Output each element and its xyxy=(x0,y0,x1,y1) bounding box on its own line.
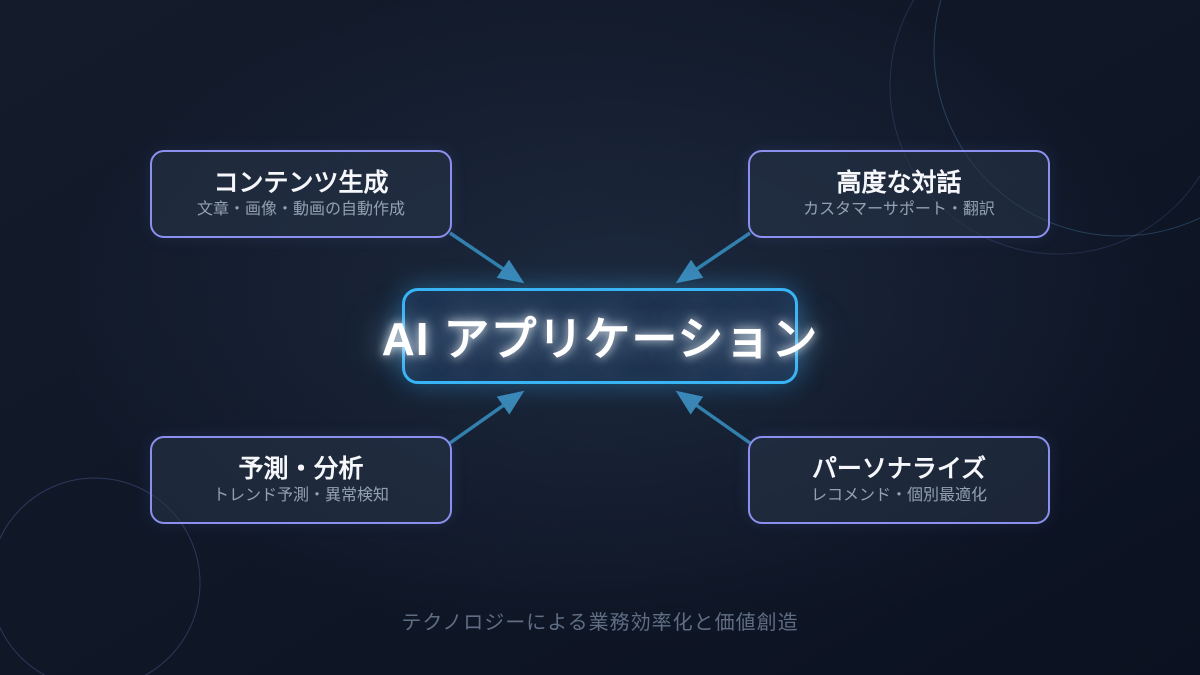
node-subtitle: 文章・画像・動画の自動作成 xyxy=(196,200,405,218)
node-advanced-dialogue: 高度な対話 カスタマーサポート・翻訳 xyxy=(748,150,1050,238)
node-prediction-analysis: 予測・分析 トレンド予測・異常検知 xyxy=(150,436,452,524)
node-title: 予測・分析 xyxy=(238,454,364,483)
node-content-generation: コンテンツ生成 文章・画像・動画の自動作成 xyxy=(150,150,452,238)
arrow-bottom-left-to-center xyxy=(448,390,525,445)
node-title: コンテンツ生成 xyxy=(213,168,389,197)
center-node-label: AI アプリケーション xyxy=(381,313,819,365)
node-subtitle: カスタマーサポート・翻訳 xyxy=(803,200,995,218)
node-personalization: パーソナライズ レコメンド・個別最適化 xyxy=(748,436,1050,524)
arrow-top-right-to-center xyxy=(675,231,751,284)
footer-caption: テクノロジーによる業務効率化と価値創造 xyxy=(401,612,799,634)
node-title: 高度な対話 xyxy=(836,168,962,197)
arrow-top-left-to-center xyxy=(449,231,525,284)
arrow-bottom-right-to-center xyxy=(675,390,752,445)
node-subtitle: トレンド予測・異常検知 xyxy=(212,486,389,504)
node-subtitle: レコメンド・個別最適化 xyxy=(810,486,987,504)
node-title: パーソナライズ xyxy=(811,454,987,483)
node-ai-application-center: AI アプリケーション xyxy=(382,288,817,384)
